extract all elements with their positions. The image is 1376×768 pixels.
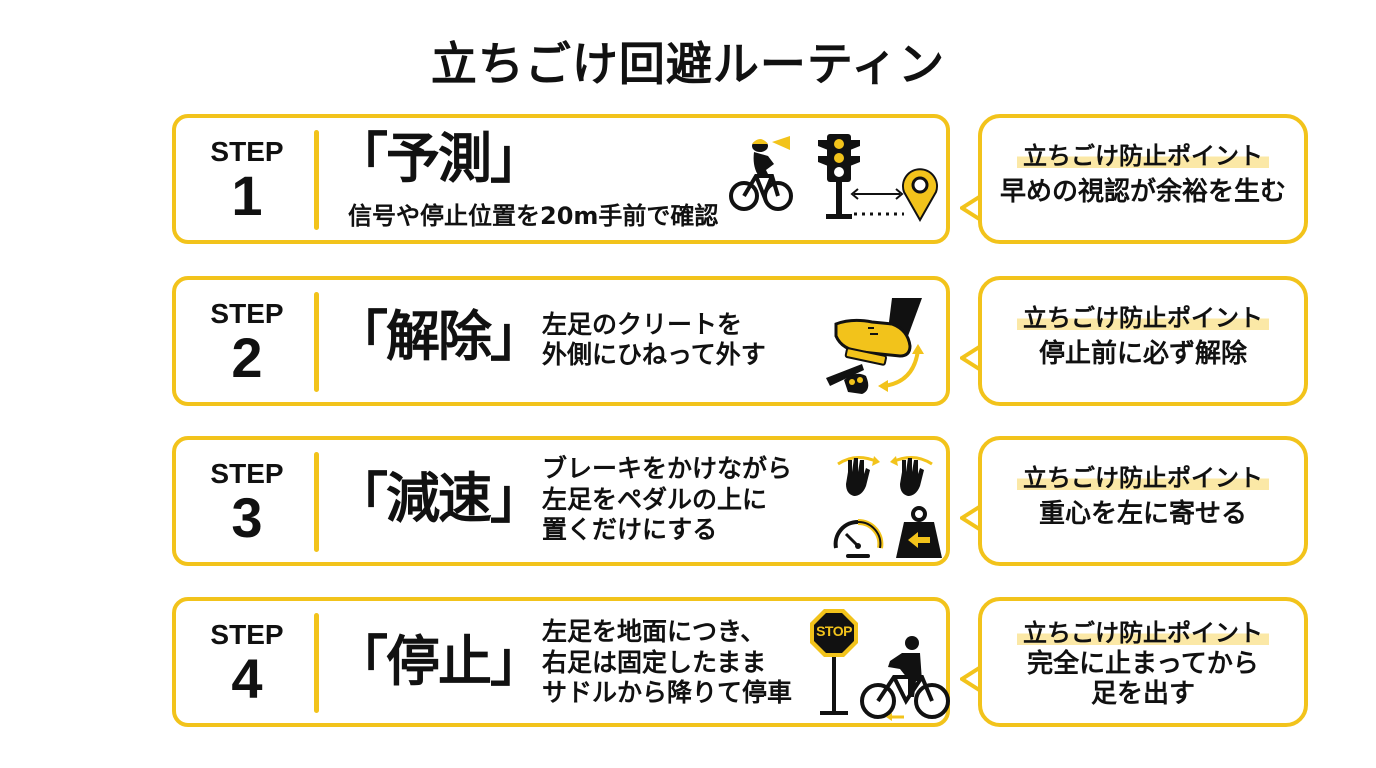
- cyclist-stopping-icon: [860, 636, 950, 721]
- step-description: 左足を地面につき、 右足は固定したまま サドルから降りて停車: [542, 617, 793, 707]
- step-description: ブレーキをかけながら 左足をペダルの上に 置くだけにする: [542, 454, 793, 544]
- step-number: 3: [231, 486, 263, 549]
- page-title: 立ちごけ回避ルーティン: [430, 37, 946, 91]
- step-card-2: STEP 2 「解除」 左足のクリートを 外側にひねって外す: [172, 276, 950, 406]
- step-card-3: STEP 3 「減速」 ブレーキをかけながら 左足をペダルの上に 置くだけにする: [172, 436, 950, 566]
- tip-body: 重心を左に寄せる: [1038, 499, 1247, 529]
- tip-title: 立ちごけ防止ポイント: [1017, 458, 1269, 493]
- step-word: STEP: [210, 298, 284, 329]
- tip-bubble-1: 立ちごけ防止ポイント 早めの視認が余裕を生む: [978, 114, 1308, 244]
- step-number: 4: [231, 647, 263, 710]
- step-label: STEP 3: [192, 460, 302, 546]
- tip-body: 早めの視認が余裕を生む: [999, 177, 1286, 207]
- step-label: STEP 4: [192, 621, 302, 707]
- step-number: 2: [231, 326, 263, 389]
- tip-title: 立ちごけ防止ポイント: [1017, 298, 1269, 333]
- tip-title: 立ちごけ防止ポイント: [1017, 613, 1269, 648]
- tip-bubble-2: 立ちごけ防止ポイント 停止前に必ず解除: [978, 276, 1308, 406]
- step-card-4: STEP 4 「停止」 左足を地面につき、 右足は固定したまま サドルから降りて…: [172, 597, 950, 727]
- step-description: 左足のクリートを 外側にひねって外す: [542, 310, 766, 369]
- step-divider: [314, 452, 319, 552]
- cyclist-with-headlight-icon: [729, 136, 793, 211]
- step-card-1: STEP 1 「予測」 信号や停止位置を20m手前で確認: [172, 114, 950, 244]
- shoe-cleat-pedal-icon: [826, 298, 924, 394]
- step-description: 信号や停止位置を20m手前で確認: [348, 202, 719, 230]
- distance-arrow-icon: [850, 188, 904, 216]
- step-heading: 「解除」: [334, 305, 544, 368]
- brake-hand-icon: [837, 456, 880, 496]
- tip-bubble-3: 立ちごけ防止ポイント 重心を左に寄せる: [978, 436, 1308, 566]
- step-word: STEP: [210, 619, 284, 650]
- location-pin-icon: [902, 168, 938, 222]
- tip-bubble-4: 立ちごけ防止ポイント 完全に止まってから 足を出す: [978, 597, 1308, 727]
- step-divider: [314, 130, 319, 230]
- step-heading: 「予測」: [334, 127, 544, 190]
- step-row-4: STEP 4 「停止」 左足を地面につき、 右足は固定したまま サドルから降りて…: [172, 597, 1312, 729]
- step-row-2: STEP 2 「解除」 左足のクリートを 外側にひねって外す 立: [172, 276, 1312, 408]
- tip-title: 立ちごけ防止ポイント: [1017, 136, 1269, 171]
- traffic-light-icon: [818, 134, 860, 219]
- step-word: STEP: [210, 136, 284, 167]
- step-number: 1: [231, 164, 263, 227]
- step-divider: [314, 613, 319, 713]
- step-label: STEP 2: [192, 300, 302, 386]
- step-label: STEP 1: [192, 138, 302, 224]
- step-icons: [822, 294, 932, 398]
- step-divider: [314, 292, 319, 392]
- tip-body: 停止前に必ず解除: [1038, 339, 1247, 369]
- brake-hand-icon: [890, 456, 933, 496]
- tip-body: 完全に止まってから 足を出す: [1027, 649, 1259, 709]
- stop-sign-text: STOP: [816, 623, 852, 639]
- step-row-1: STEP 1 「予測」 信号や停止位置を20m手前で確認: [172, 114, 1312, 246]
- step-row-3: STEP 3 「減速」 ブレーキをかけながら 左足をペダルの上に 置くだけにする: [172, 436, 1312, 568]
- weight-shift-left-icon: [896, 506, 942, 558]
- step-word: STEP: [210, 458, 284, 489]
- step-heading: 「停止」: [334, 630, 544, 693]
- step-heading: 「減速」: [334, 467, 544, 530]
- speedometer-icon: [833, 518, 884, 558]
- stop-sign-icon: STOP: [808, 607, 860, 719]
